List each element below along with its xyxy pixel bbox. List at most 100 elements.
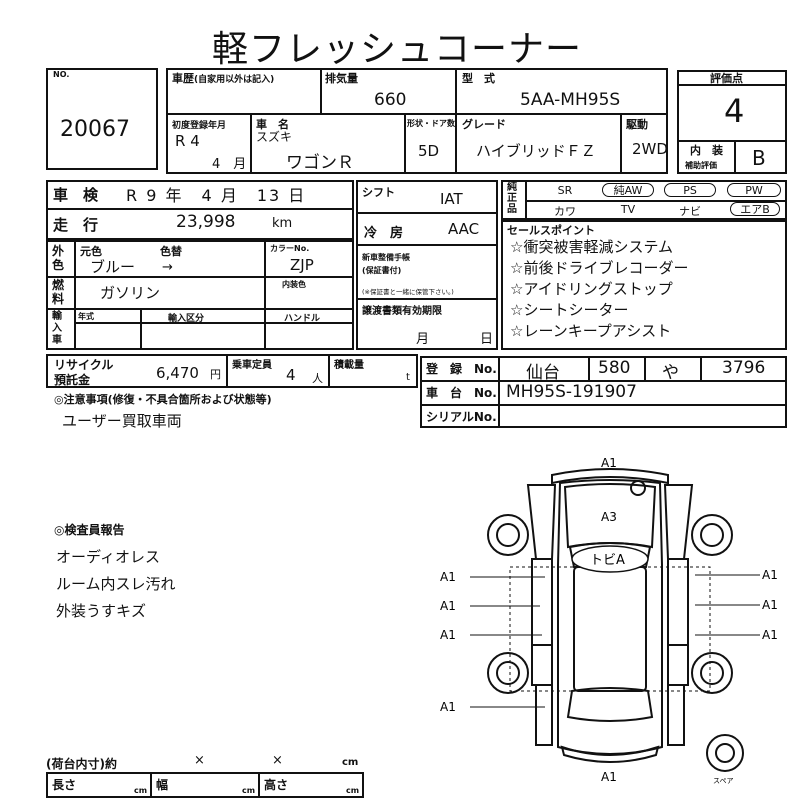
color-side-label: 外色	[52, 244, 65, 272]
mark-left-1: A1	[440, 570, 456, 584]
shift-box	[356, 180, 498, 350]
load-label: 積載量	[334, 360, 364, 371]
inspector-item-3: 外装うすキズ	[56, 602, 147, 620]
inspection-date: R 9 年 4 月 13 日	[126, 186, 307, 205]
equip-navi: ナビ	[679, 205, 701, 218]
registration-label: 登 録 No.	[426, 362, 497, 376]
displacement-value: 660	[374, 90, 407, 110]
sales-point-2: ☆前後ドライブレコーダー	[510, 259, 689, 277]
chassis-label: 車 台 No.	[426, 386, 497, 400]
registration-number: 3796	[722, 358, 766, 378]
car-name: ワゴンＲ	[286, 153, 354, 173]
mark-front: A1	[601, 456, 617, 470]
mark-right-3: A1	[762, 628, 778, 642]
mark-rear: A1	[601, 770, 617, 784]
mileage-unit: km	[272, 216, 293, 231]
car-name-label: 車 名	[256, 118, 289, 131]
mark-left-4: A1	[440, 700, 456, 714]
sales-point-5: ☆レーンキープアシスト	[510, 322, 672, 340]
transfer-month: 月	[416, 332, 430, 347]
color-orig-label: 元色	[80, 245, 102, 258]
shift-value: IAT	[440, 190, 463, 208]
first-reg-label: 初度登録年月	[172, 121, 227, 131]
grade-value: ハイブリッドＦＺ	[476, 142, 596, 160]
interior-color-label: 内装色	[282, 280, 306, 289]
transfer-label: 譲渡書類有効期限	[362, 306, 442, 317]
transfer-day: 日	[480, 332, 494, 347]
import-handle-label: ハンドル	[284, 314, 321, 324]
spare-label: スペア	[713, 777, 734, 785]
manual-label: 新車整備手帳	[362, 253, 410, 262]
history-label: 車歴(自家用以外は記入)	[172, 72, 275, 85]
serial-label: シリアルNo.	[426, 410, 497, 424]
recycle-box	[46, 354, 418, 388]
caution-label: ◎注意事項(修復・不具合箇所および状態等)	[54, 393, 272, 406]
recycle-label-2: 預託金	[54, 373, 91, 387]
drive-value: 2WD	[632, 140, 668, 158]
registration-class: 580	[598, 358, 631, 378]
lot-label: NO.	[53, 70, 70, 79]
first-reg-month: 4 月	[212, 157, 247, 172]
mark-left-3: A1	[440, 628, 456, 642]
lot-bracket	[46, 68, 158, 170]
displacement-label: 排気量	[325, 72, 358, 85]
recycle-unit: 円	[210, 368, 221, 381]
mark-hood: A3	[601, 510, 617, 524]
doors-value: 5D	[418, 142, 440, 160]
capacity-unit: 人	[312, 372, 323, 385]
caution-text: ユーザー買取車両	[62, 412, 182, 430]
inspector-item-2: ルーム内スレ汚れ	[56, 575, 176, 593]
equipment-side-label: 純正品	[507, 182, 517, 215]
rating-value: 4	[724, 92, 745, 130]
equip-aw: 純AW	[602, 183, 654, 197]
inspector-label: ◎検査員報告	[54, 523, 125, 537]
mark-roof: トビA	[590, 553, 625, 568]
cargo-length-label: 長さ	[52, 778, 77, 792]
inspection-label: 車 検	[53, 186, 99, 204]
recycle-value: 6,470	[156, 364, 199, 382]
cargo-height-unit: cm	[346, 786, 360, 795]
sales-points-box	[501, 220, 787, 350]
sales-point-1: ☆衝突被害軽減システム	[510, 238, 673, 256]
model-value: 5AA-MH95S	[520, 90, 621, 110]
registration-kana: や	[662, 363, 679, 383]
grade-label: グレード	[462, 118, 506, 131]
registration-box	[420, 356, 787, 428]
color-orig-value: ブルー	[90, 258, 136, 276]
cargo-length-unit: cm	[134, 786, 148, 795]
mark-right-1: A1	[762, 568, 778, 582]
doors-label: 形状・ドア数	[407, 119, 455, 128]
cargo-width-unit: cm	[242, 786, 256, 795]
interior-rating-sub: 補助評価	[685, 161, 717, 170]
cargo-width-label: 幅	[156, 778, 169, 792]
rating-box	[677, 70, 787, 174]
car-maker: スズキ	[256, 130, 293, 144]
import-side-label: 輸入車	[52, 311, 62, 346]
mileage-value: 23,998	[176, 212, 236, 232]
sales-point-4: ☆シートシーター	[510, 301, 629, 319]
cargo-times-2: ×	[272, 753, 283, 768]
vehicle-info-box	[166, 68, 668, 174]
color-change-label: 色替	[160, 245, 182, 258]
capacity-value: 4	[286, 366, 296, 384]
shift-label: シフト	[362, 186, 395, 199]
inspector-item-1: オーディオレス	[56, 548, 160, 566]
cargo-height-label: 高さ	[264, 778, 289, 792]
equip-tv: TV	[620, 203, 636, 216]
drive-label: 駆動	[626, 118, 648, 131]
sales-points-label: セールスポイント	[507, 224, 595, 237]
interior-rating-label: 内 装	[690, 144, 723, 157]
mark-left-2: A1	[440, 599, 456, 613]
cargo-unit: cm	[342, 757, 359, 768]
equip-pw: PW	[727, 183, 781, 197]
interior-rating-value: B	[752, 146, 766, 170]
chassis-value: MH95S-191907	[506, 382, 637, 402]
cargo-label: (荷台内寸)約	[46, 757, 117, 771]
fuel-side-label: 燃料	[52, 278, 65, 306]
equip-airbag: エアB	[730, 202, 780, 216]
equip-leather: カワ	[554, 205, 576, 218]
inspection-box	[46, 180, 354, 240]
ac-value: AAC	[448, 220, 480, 238]
color-box	[46, 240, 354, 350]
mileage-label: 走 行	[53, 216, 99, 234]
